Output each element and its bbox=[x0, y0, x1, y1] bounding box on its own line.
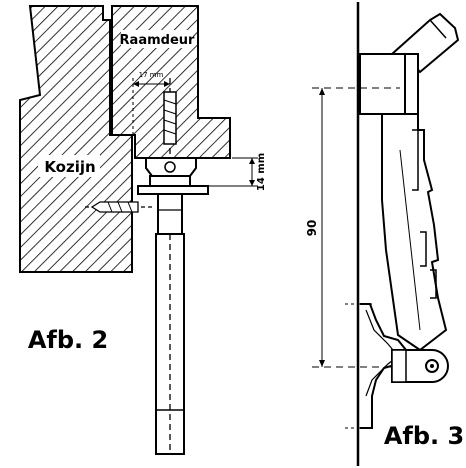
dim-17mm-arrow-left bbox=[133, 81, 139, 87]
dim-14mm-label: 14 mm bbox=[256, 153, 267, 191]
hinge-plate-lower bbox=[137, 185, 209, 195]
dim-17mm-label: 17 mm bbox=[139, 71, 164, 79]
top-mount-block bbox=[359, 53, 413, 115]
slanted-arm bbox=[381, 113, 448, 352]
dim-17mm-arrow-right bbox=[164, 81, 170, 87]
kozijn-label: Kozijn bbox=[44, 158, 95, 176]
pin-sleeve bbox=[157, 193, 183, 235]
screw-body bbox=[163, 91, 177, 145]
raamdeur-label-bg bbox=[121, 30, 193, 48]
frame-screw bbox=[90, 201, 139, 213]
dim-90-label: 90 bbox=[305, 220, 319, 237]
kozijn-label-bg bbox=[38, 155, 100, 177]
raamdeur-label: Raamdeur bbox=[120, 33, 195, 48]
hinge-plate-upper bbox=[149, 175, 191, 187]
figure-2: Raamdeur Kozijn 17 mm 14 mm bbox=[19, 5, 267, 455]
figure-3: 90 Afb. 3 bbox=[305, 2, 464, 466]
figure-3-caption: Afb. 3 bbox=[384, 422, 464, 450]
figure-2-caption: Afb. 2 bbox=[28, 326, 108, 354]
